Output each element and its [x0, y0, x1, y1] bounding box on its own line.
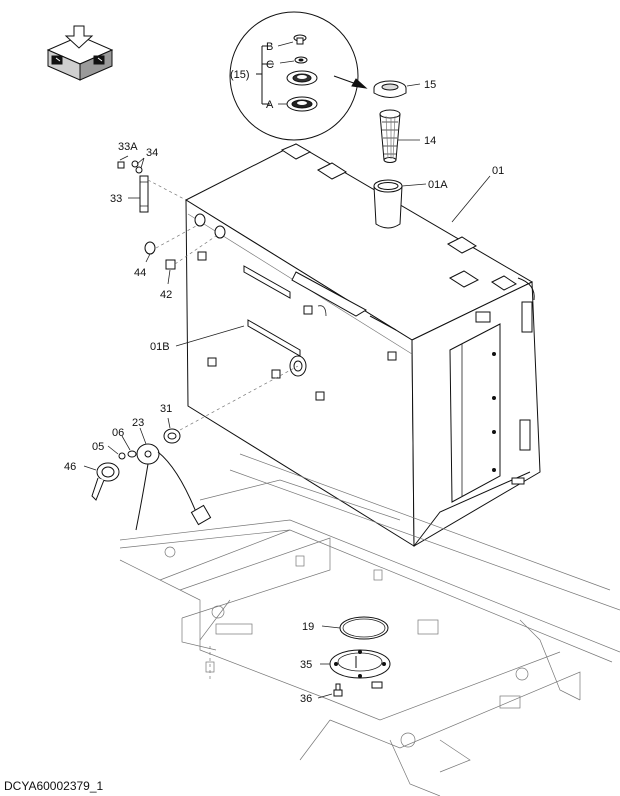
callout-19: 19 [302, 621, 314, 633]
cap-ring [286, 70, 318, 86]
drawing-id: DCYA60002379_1 [4, 779, 104, 793]
callout-42: 42 [160, 289, 172, 301]
callout-34: 34 [146, 147, 158, 159]
machine-orientation-icon [46, 25, 114, 81]
cap-washer-c [294, 56, 308, 64]
callout-46: 46 [64, 461, 76, 473]
filler-neck [373, 179, 403, 229]
callout-01: 01 [492, 165, 504, 177]
callout-01a: 01A [428, 179, 448, 191]
cap-detail-inset [229, 11, 368, 141]
inset-label-c: C [266, 59, 274, 71]
cap-ring-a [286, 96, 318, 112]
fuel-strainer [379, 109, 401, 163]
cap-bolt-b [293, 34, 307, 45]
inset-group-label: (15) [230, 69, 250, 81]
upper-frame [119, 453, 620, 796]
o-ring [339, 616, 389, 640]
cover-bolt [333, 683, 343, 697]
callout-23: 23 [132, 417, 144, 429]
fuel-cap [373, 80, 407, 98]
callout-14: 14 [424, 135, 436, 147]
access-cover [329, 649, 391, 689]
level-gauge-hardware [117, 155, 217, 285]
fuel-sensor-assembly [83, 365, 299, 531]
inset-label-b: B [266, 41, 273, 53]
callout-33: 33 [110, 193, 122, 205]
callout-01b: 01B [150, 341, 170, 353]
callout-31: 31 [160, 403, 172, 415]
callout-44: 44 [134, 267, 146, 279]
callout-35: 35 [300, 659, 312, 671]
callout-36: 36 [300, 693, 312, 705]
callout-33a: 33A [118, 141, 138, 153]
callout-05: 05 [92, 441, 104, 453]
inset-label-a: A [266, 99, 274, 111]
callout-06: 06 [112, 427, 124, 439]
fuel-tank [184, 143, 541, 547]
callout-15: 15 [424, 79, 436, 91]
